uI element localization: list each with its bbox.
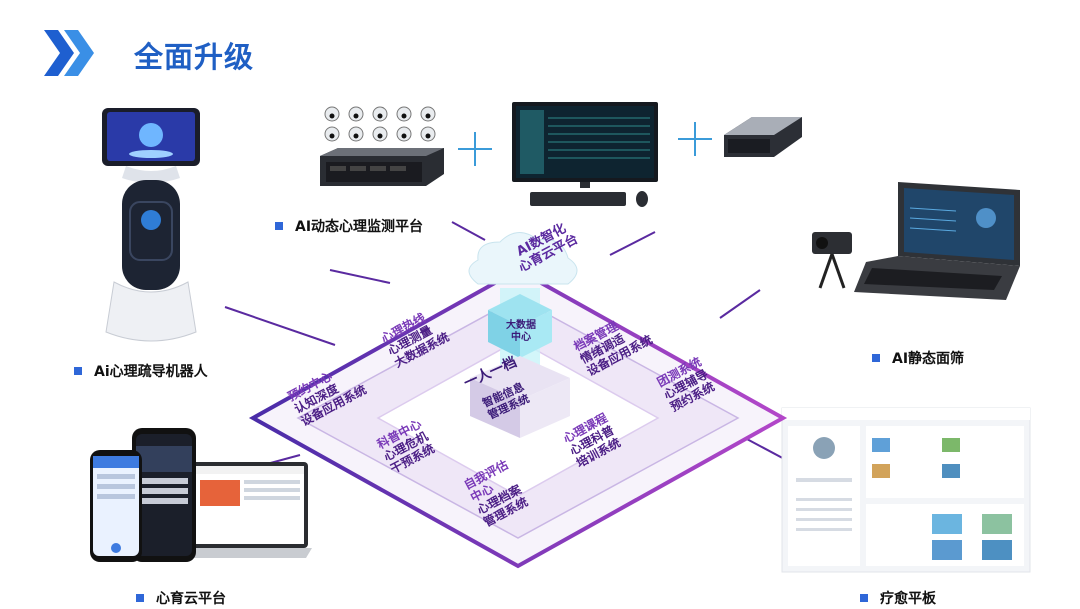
caption-tablet: 疗愈平板 <box>860 588 936 608</box>
page-title: 全面升级 <box>134 40 255 74</box>
camera-server-image <box>320 106 444 186</box>
rack-server-image <box>724 117 802 157</box>
monitor-image <box>512 102 658 207</box>
rugged-laptop-image <box>812 182 1020 300</box>
double-chevron-right-icon <box>44 30 94 76</box>
mobile-laptop-image <box>90 428 312 562</box>
caption-screening: AI静态面筛 <box>872 348 964 368</box>
caption-cloud: 心育云平台 <box>136 588 226 608</box>
plus-icon <box>678 122 712 156</box>
bullet-square-icon <box>860 594 868 602</box>
tablet-ui-image <box>781 407 1031 573</box>
caption-monitor: AI动态心理监测平台 <box>275 216 423 236</box>
bullet-square-icon <box>74 367 82 375</box>
caption-robot: Ai心理疏导机器人 <box>74 361 208 381</box>
bullet-square-icon <box>136 594 144 602</box>
plus-icon <box>458 132 492 166</box>
bullet-square-icon <box>872 354 880 362</box>
robot-image <box>102 108 200 342</box>
bullet-square-icon <box>275 222 283 230</box>
bigdata-center-label: 大数据 中心 <box>506 320 536 343</box>
platform-diagram <box>248 232 788 569</box>
